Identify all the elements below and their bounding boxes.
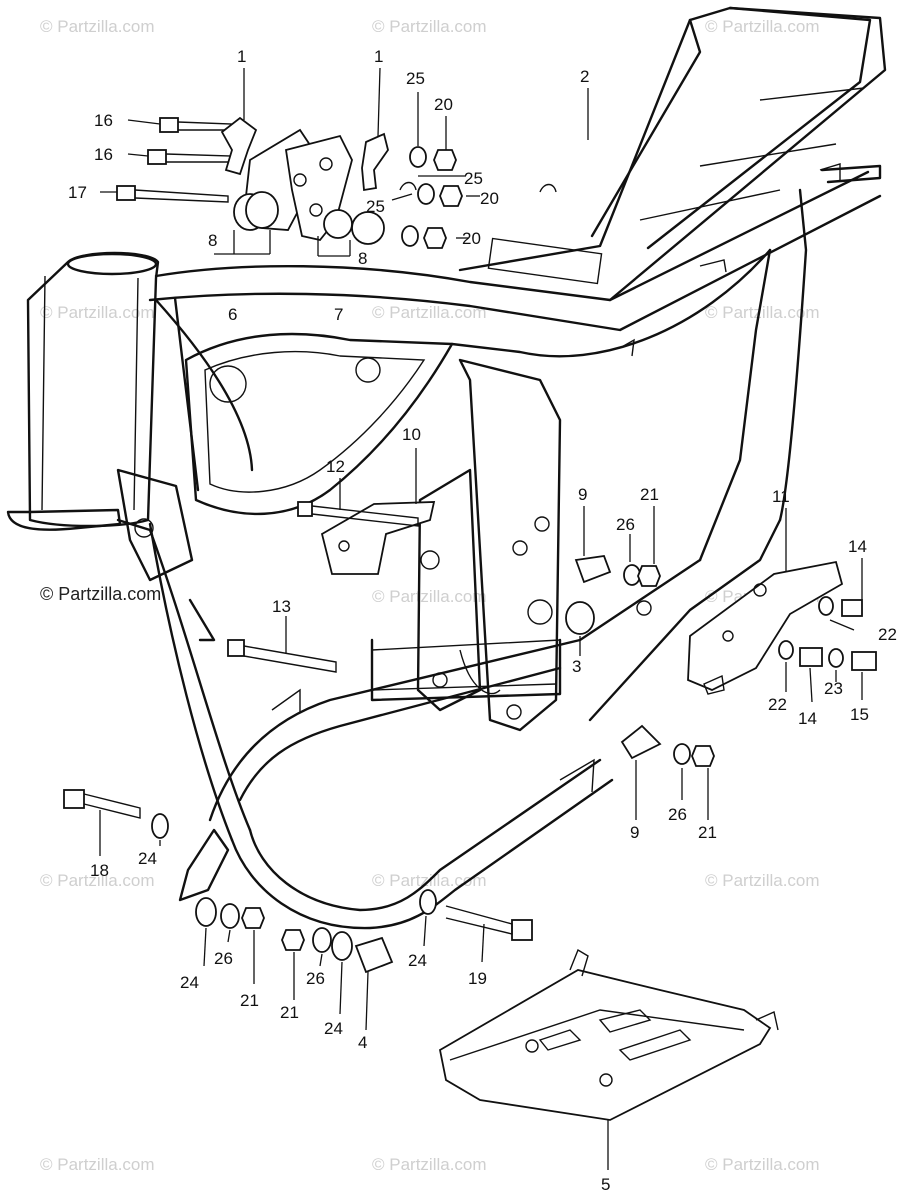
callout-25: 25 (406, 69, 425, 88)
callout-24: 24 (408, 951, 427, 970)
callout-24: 24 (324, 1019, 343, 1038)
callout-26: 26 (668, 805, 687, 824)
watermark: © Partzilla.com (40, 17, 155, 36)
leader-lines (99, 67, 863, 1170)
mid-hardware (227, 501, 715, 767)
callout-23: 23 (824, 679, 843, 698)
callout-14: 14 (848, 537, 867, 556)
callout-26: 26 (616, 515, 635, 534)
callout-2: 2 (580, 67, 589, 86)
watermark: © Partzilla.com (705, 17, 820, 36)
callout-22: 22 (878, 625, 897, 644)
callout-15: 15 (850, 705, 869, 724)
callout-25: 25 (464, 169, 483, 188)
watermark: © Partzilla.com (705, 1155, 820, 1174)
watermark: © Partzilla.com (705, 303, 820, 322)
callout-24: 24 (180, 973, 199, 992)
callout-10: 10 (402, 425, 421, 444)
callout-1: 1 (374, 47, 383, 66)
callout-9: 9 (578, 485, 587, 504)
watermark-primary: © Partzilla.com (40, 584, 161, 604)
callout-17: 17 (68, 183, 87, 202)
callout-20: 20 (434, 95, 453, 114)
top-mount-hardware (116, 116, 557, 249)
callout-7: 7 (334, 305, 343, 324)
watermark: © Partzilla.com (372, 587, 487, 606)
callout-21: 21 (698, 823, 717, 842)
callout-25: 25 (366, 197, 385, 216)
callout-21: 21 (640, 485, 659, 504)
callout-21: 21 (240, 991, 259, 1010)
callout-1: 1 (237, 47, 246, 66)
watermark: © Partzilla.com (40, 871, 155, 890)
watermark: © Partzilla.com (40, 1155, 155, 1174)
frame-body (6, 6, 887, 930)
callout-9: 9 (630, 823, 639, 842)
callout-5: 5 (601, 1175, 610, 1194)
watermark: © Partzilla.com (372, 1155, 487, 1174)
callout-18: 18 (90, 861, 109, 880)
callout-21: 21 (280, 1003, 299, 1022)
lower-hardware (63, 789, 533, 974)
watermark: © Partzilla.com (705, 871, 820, 890)
callout-26: 26 (214, 949, 233, 968)
callout-8: 8 (208, 231, 217, 250)
callout-19: 19 (468, 969, 487, 988)
callout-3: 3 (572, 657, 581, 676)
callout-11: 11 (772, 487, 790, 506)
callouts: 1 1 2 25 20 16 16 17 25 25 20 20 8 8 6 7… (68, 47, 897, 1194)
callout-6: 6 (228, 305, 237, 324)
callout-26: 26 (306, 969, 325, 988)
callout-13: 13 (272, 597, 291, 616)
watermark: © Partzilla.com (372, 303, 487, 322)
callout-20: 20 (480, 189, 499, 208)
callout-14: 14 (798, 709, 817, 728)
watermark: © Partzilla.com (40, 303, 155, 322)
callout-24: 24 (138, 849, 157, 868)
skid-plate (438, 948, 779, 1121)
callout-16: 16 (94, 145, 113, 164)
callout-20: 20 (462, 229, 481, 248)
watermark: © Partzilla.com (372, 17, 487, 36)
callout-16: 16 (94, 111, 113, 130)
callout-22: 22 (768, 695, 787, 714)
callout-4: 4 (358, 1033, 367, 1052)
rear-bracket-hardware (687, 560, 877, 695)
callout-8: 8 (358, 249, 367, 268)
callout-12: 12 (326, 457, 345, 476)
